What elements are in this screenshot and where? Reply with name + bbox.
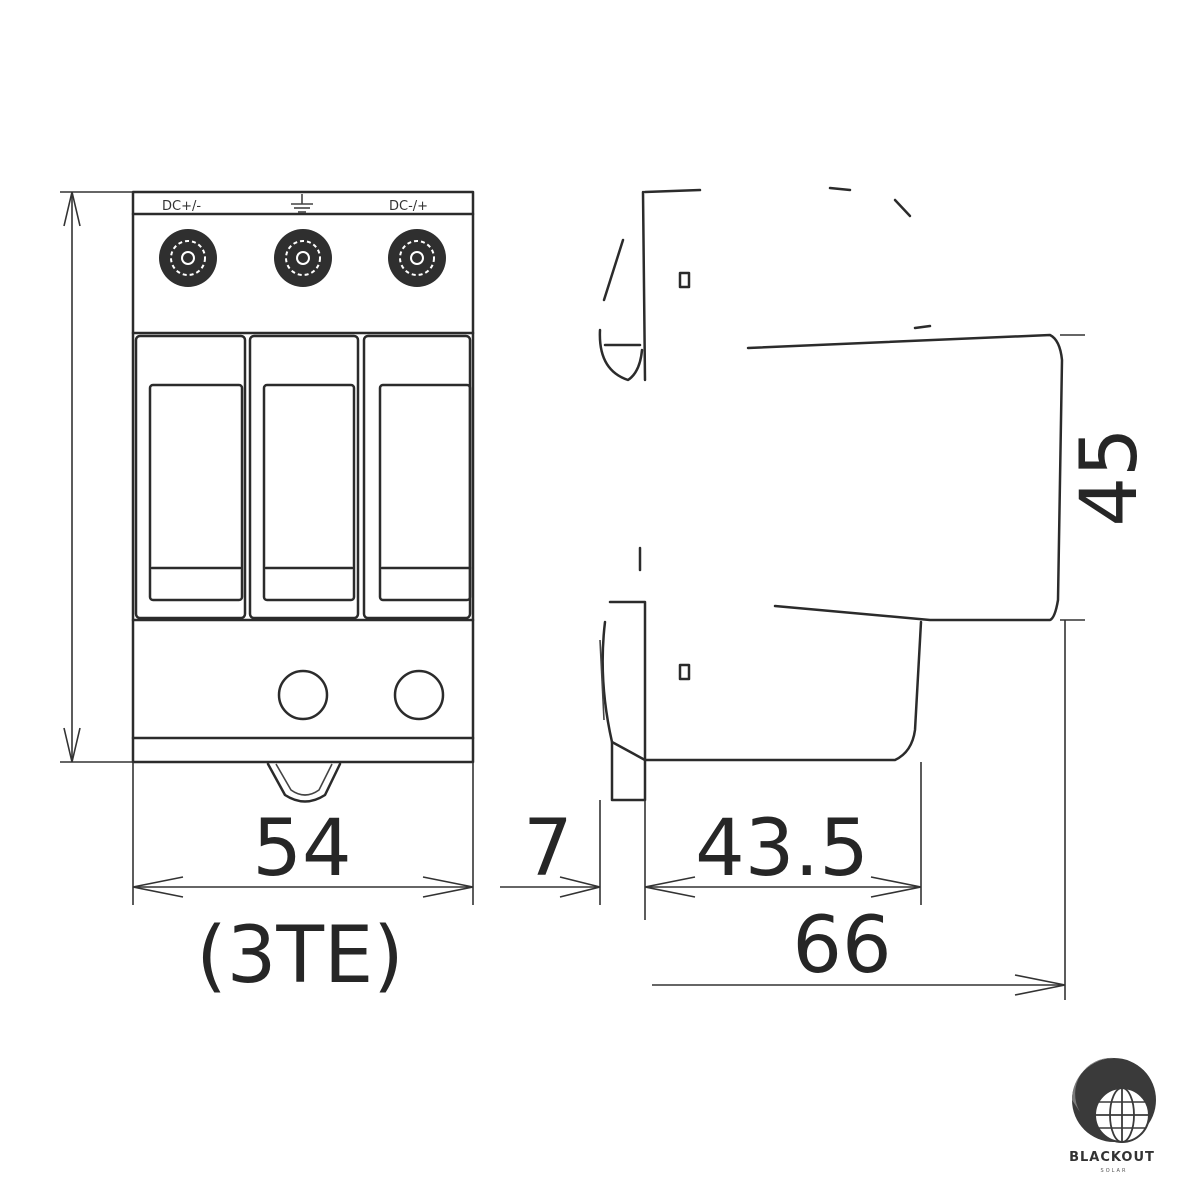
logo-brand-name: BLACKOUT (1069, 1150, 1155, 1165)
din-rail-clip (266, 762, 342, 803)
dimension-total-depth: 66 (792, 901, 891, 991)
brand-logo: BLACKOUT SOLAR (1069, 1057, 1156, 1174)
side-module-body (746, 333, 1064, 622)
ground-symbol-icon (291, 194, 313, 213)
front-housing-outline (131, 190, 475, 764)
dimension-module-height: 45 (1065, 427, 1155, 526)
terminal-label-right: DC-/+ (389, 199, 428, 214)
plug-in-module (248, 334, 360, 620)
logo-tagline: SOLAR (1101, 1168, 1128, 1174)
globe-icon (1072, 1057, 1156, 1143)
plug-in-module (134, 334, 247, 620)
terminal-label-left: DC+/- (162, 199, 201, 214)
terminal-screw-icon (274, 229, 332, 287)
dimension-lines (60, 191, 1085, 1000)
side-rail-foot (610, 740, 647, 802)
dimension-front-width-note: (3TE) (196, 911, 403, 1001)
front-view: DC+/- DC-/+ (131, 190, 475, 803)
terminal-screw-icon (159, 229, 217, 287)
indicator-window (277, 669, 329, 721)
side-latch-lower (678, 663, 691, 681)
dimension-rail-offset: 7 (523, 804, 573, 894)
side-view (598, 186, 1064, 802)
indicator-window (393, 669, 445, 721)
dimension-side-depth: 43.5 (695, 804, 869, 894)
side-latch-upper (678, 271, 691, 289)
plug-in-module (362, 334, 472, 620)
side-base-body (608, 600, 923, 762)
terminal-screw-icon (388, 229, 446, 287)
dimension-front-width: 54 (252, 804, 351, 894)
